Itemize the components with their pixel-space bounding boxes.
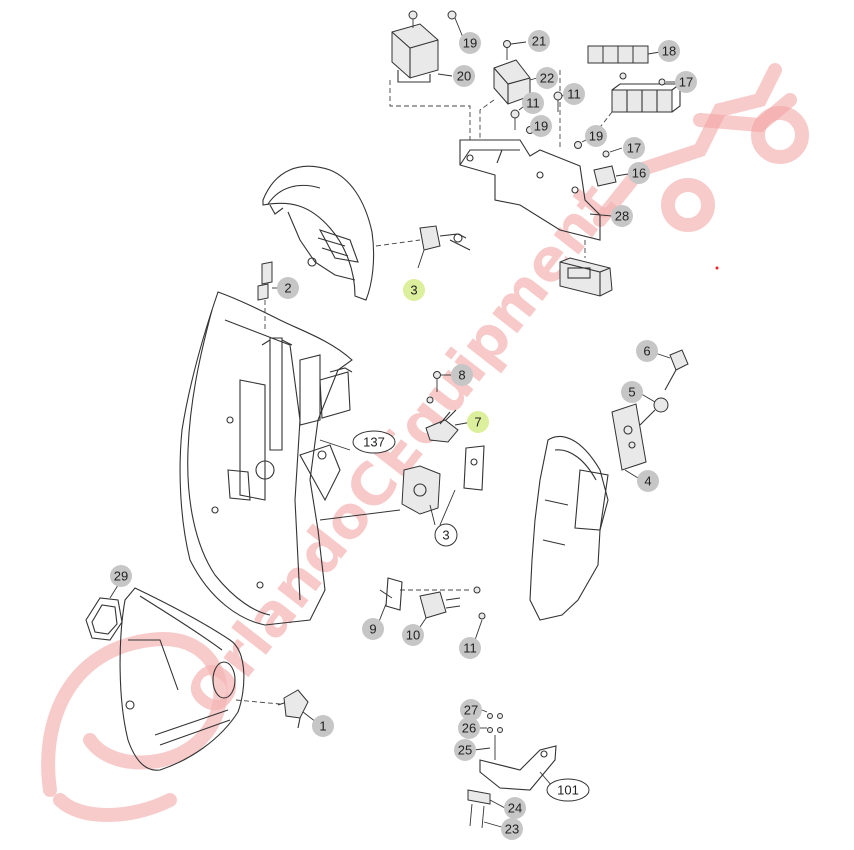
bulb-socket [277, 689, 309, 729]
callout-25[interactable]: 25 [454, 739, 476, 761]
side-trim-panel [529, 436, 609, 621]
callout-label: 26 [462, 721, 476, 736]
callout-label: 3 [442, 528, 449, 543]
callout-label: 10 [406, 628, 420, 643]
ignition-switch [417, 225, 471, 269]
callout-label: 11 [526, 96, 540, 111]
callout-1[interactable]: 1 [312, 715, 334, 737]
callout-27[interactable]: 27 [460, 699, 482, 721]
callout-label: 1 [319, 719, 326, 734]
callout-label: 20 [457, 69, 471, 84]
callout-label: 28 [615, 209, 629, 224]
callout-label: 25 [458, 743, 472, 758]
callout-4[interactable]: 4 [637, 470, 659, 492]
callout-7[interactable]: 7 [467, 411, 489, 433]
callout-20[interactable]: 20 [453, 65, 475, 87]
callout-label: 19 [463, 36, 477, 51]
mounting-plate [611, 403, 647, 471]
switch-plate [385, 577, 403, 611]
callout-label: 11 [567, 87, 581, 102]
callout-19c[interactable]: 19 [585, 125, 607, 147]
callout-label: 17 [627, 141, 641, 156]
callout-137[interactable]: 137 [352, 430, 396, 454]
callout-3a[interactable]: 3 [403, 279, 425, 301]
callout-24[interactable]: 24 [504, 797, 526, 819]
callout-18[interactable]: 18 [658, 40, 680, 62]
callout-label: 21 [532, 34, 546, 49]
fuse-holder [611, 82, 682, 113]
dash-console [179, 291, 353, 626]
callout-label: 19 [589, 129, 603, 144]
callout-layer: 19 21 18 20 22 17 11 11 19 19 17 16 28 3… [110, 30, 697, 840]
callout-label: 2 [284, 281, 291, 296]
callout-label: 9 [369, 622, 376, 637]
callout-label: 19 [534, 119, 548, 134]
callout-29[interactable]: 29 [110, 565, 132, 587]
rotary-switch [425, 371, 459, 443]
callout-label: 11 [463, 641, 477, 656]
callout-19b[interactable]: 19 [530, 115, 552, 137]
callout-10[interactable]: 10 [402, 624, 424, 646]
callout-label: 4 [644, 474, 651, 489]
callout-17a[interactable]: 17 [675, 71, 697, 93]
push-switch [419, 591, 461, 619]
lower-bracket-group [467, 713, 557, 829]
connector-assembly [639, 349, 689, 426]
callout-label: 17 [679, 75, 693, 90]
upper-shroud [262, 165, 375, 301]
red-dot-marker [715, 266, 719, 270]
callout-16[interactable]: 16 [628, 162, 650, 184]
callout-3b[interactable]: 3 [434, 523, 458, 547]
bezel-ring [85, 597, 123, 641]
callout-label: 7 [474, 415, 481, 430]
callout-6[interactable]: 6 [636, 340, 658, 362]
callout-9[interactable]: 9 [362, 618, 384, 640]
callout-label: 16 [632, 166, 646, 181]
callout-label: 137 [363, 435, 385, 450]
callout-label: 5 [628, 385, 635, 400]
callout-label: 22 [540, 71, 554, 86]
callout-label: 24 [508, 801, 522, 816]
callout-23[interactable]: 23 [501, 818, 523, 840]
callout-17b[interactable]: 17 [623, 137, 645, 159]
watermark-logo: OrlandoCEquipment [41, 63, 809, 822]
callout-label: 3 [410, 283, 417, 298]
callout-2[interactable]: 2 [277, 277, 299, 299]
switch-bracket [401, 445, 485, 515]
callout-label: 101 [557, 783, 579, 798]
fuse-block-top [587, 45, 649, 64]
callout-8[interactable]: 8 [451, 364, 473, 386]
callout-label: 23 [505, 822, 519, 837]
callout-22[interactable]: 22 [536, 67, 558, 89]
callout-label: 29 [114, 569, 128, 584]
callout-26[interactable]: 26 [458, 717, 480, 739]
callout-11c[interactable]: 11 [459, 637, 481, 659]
callout-label: 27 [464, 703, 478, 718]
callout-5[interactable]: 5 [621, 381, 643, 403]
callout-label: 8 [458, 368, 465, 383]
callout-19a[interactable]: 19 [459, 32, 481, 54]
callout-11b[interactable]: 11 [563, 83, 585, 105]
callout-101[interactable]: 101 [546, 778, 590, 802]
callout-label: 18 [662, 44, 676, 59]
callout-28[interactable]: 28 [611, 205, 633, 227]
headlight-housing [119, 587, 245, 771]
callout-21[interactable]: 21 [528, 30, 550, 52]
control-module [559, 257, 613, 297]
callout-label: 6 [643, 344, 650, 359]
callout-11a[interactable]: 11 [522, 92, 544, 114]
relay-bracket-assembly [389, 10, 682, 297]
bulb-holder [257, 261, 273, 330]
